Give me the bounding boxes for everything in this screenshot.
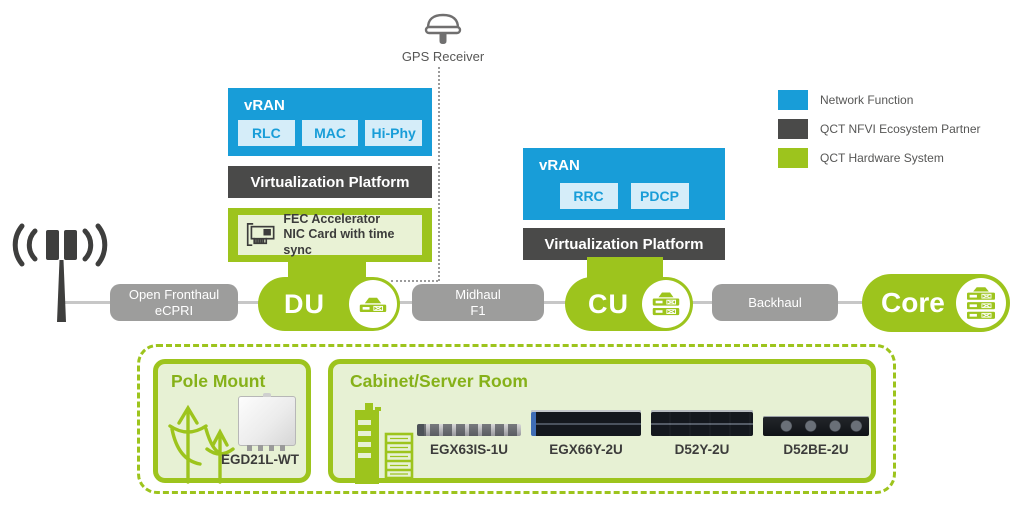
- gps-sync-line-vertical: [438, 67, 440, 281]
- du-vran-functions: RLC MAC Hi-Phy: [228, 114, 432, 146]
- cabinet-title: Cabinet/Server Room: [350, 371, 528, 391]
- fec-accelerator-box: FEC Accelerator NIC Card with time sync: [228, 208, 432, 262]
- product-d52be: D52BE-2U: [763, 406, 869, 457]
- building-rack-icon: [355, 403, 414, 484]
- core-node-circle: [956, 278, 1006, 328]
- function-chip-hiphy: Hi-Phy: [365, 120, 423, 146]
- pole-mount-title: Pole Mount: [171, 371, 266, 391]
- fec-line1: FEC Accelerator: [283, 211, 381, 226]
- legend-row-nfvi-partner: QCT NFVI Ecosystem Partner: [778, 119, 980, 139]
- legend-swatch-dark: [778, 119, 808, 139]
- d52be-server-image: [763, 416, 869, 436]
- function-chip-mac: MAC: [301, 120, 359, 146]
- pole-mount-product-label: EGD21L-WT: [220, 452, 299, 467]
- legend-row-network-function: Network Function: [778, 90, 980, 110]
- du-node-circle: [349, 280, 397, 328]
- function-chip-pdcp: PDCP: [630, 183, 689, 209]
- product-egx63is: EGX63IS-1U: [417, 406, 521, 457]
- fec-accelerator-inner: FEC Accelerator NIC Card with time sync: [238, 212, 422, 257]
- cu-node-circle: [642, 280, 690, 328]
- device-connectors: [247, 445, 287, 451]
- backhaul-label: Backhaul: [748, 294, 802, 310]
- cu-node: CU: [565, 277, 693, 331]
- product-label: D52BE-2U: [783, 442, 849, 457]
- cu-node-label: CU: [588, 288, 629, 319]
- product-egx66y: EGX66Y-2U: [531, 406, 641, 457]
- fec-line2: NIC Card with time sync: [283, 227, 395, 257]
- product-d52y: D52Y-2U: [651, 406, 753, 457]
- gps-sync-line-horizontal: [391, 280, 438, 282]
- server-products-row: EGX63IS-1U EGX66Y-2U D52Y-2U D52BE-2U: [417, 406, 869, 457]
- server-image-slot: [651, 406, 753, 436]
- cu-vran-box: vRAN RRC PDCP: [523, 148, 725, 220]
- core-node-label: Core: [881, 287, 945, 318]
- legend: Network Function QCT NFVI Ecosystem Part…: [778, 90, 980, 177]
- pole-mount-box: Pole Mount EGD21L-WT: [153, 359, 311, 484]
- server-1u-icon: [358, 296, 388, 314]
- d52y-server-image: [651, 410, 753, 436]
- gps-receiver-icon: [424, 13, 462, 44]
- function-chip-rlc: RLC: [238, 120, 295, 146]
- nic-card-icon: [246, 223, 275, 247]
- fronthaul-line2: eCPRI: [154, 302, 194, 318]
- legend-label: QCT NFVI Ecosystem Partner: [820, 122, 981, 136]
- server-image-slot: [417, 406, 521, 436]
- utility-pole-icon: [168, 404, 235, 484]
- legend-swatch-green: [778, 148, 808, 168]
- server-image-slot: [531, 406, 641, 436]
- egx66y-server-image: [531, 410, 641, 436]
- du-vran-box: vRAN RLC MAC Hi-Phy: [228, 88, 432, 156]
- backhaul-pill: Backhaul: [712, 284, 838, 321]
- du-virtualization-platform: Virtualization Platform: [228, 166, 432, 198]
- cabinet-server-room-box: Cabinet/Server Room: [328, 359, 876, 484]
- radio-antenna-icon: [12, 223, 108, 322]
- egd21l-device-image: [238, 393, 296, 451]
- hardware-container: Pole Mount EGD21L-WT Cabinet/Server Room: [137, 344, 896, 494]
- legend-swatch-blue: [778, 90, 808, 110]
- open-fronthaul-pill: Open Fronthaul eCPRI: [110, 284, 238, 321]
- legend-label: Network Function: [820, 93, 914, 107]
- function-chip-rrc: RRC: [559, 183, 618, 209]
- cu-virtualization-platform: Virtualization Platform: [523, 228, 725, 260]
- du-node-label: DU: [284, 288, 325, 319]
- midhaul-line1: Midhaul: [455, 286, 501, 302]
- du-node: DU: [258, 277, 400, 331]
- midhaul-pill: Midhaul F1: [412, 284, 544, 321]
- product-label: EGX63IS-1U: [429, 442, 509, 457]
- server-image-slot: [763, 406, 869, 436]
- server-2u-icon: [651, 291, 681, 317]
- legend-label: QCT Hardware System: [820, 151, 944, 165]
- product-label: D52Y-2U: [674, 442, 730, 457]
- gps-receiver-label: GPS Receiver: [401, 49, 485, 64]
- core-node: Core: [862, 274, 1010, 332]
- midhaul-line2: F1: [470, 302, 486, 318]
- legend-row-qct-hardware: QCT Hardware System: [778, 148, 980, 168]
- fec-accelerator-text: FEC Accelerator NIC Card with time sync: [283, 212, 416, 259]
- du-vran-title: vRAN: [244, 97, 285, 114]
- product-label: EGX66Y-2U: [549, 442, 623, 457]
- egx63is-server-image: [417, 424, 521, 436]
- server-3u-icon: [965, 286, 997, 320]
- cu-vran-title: vRAN: [539, 157, 580, 174]
- cu-vran-functions: RRC PDCP: [523, 174, 725, 209]
- fronthaul-line1: Open Fronthaul: [128, 286, 220, 302]
